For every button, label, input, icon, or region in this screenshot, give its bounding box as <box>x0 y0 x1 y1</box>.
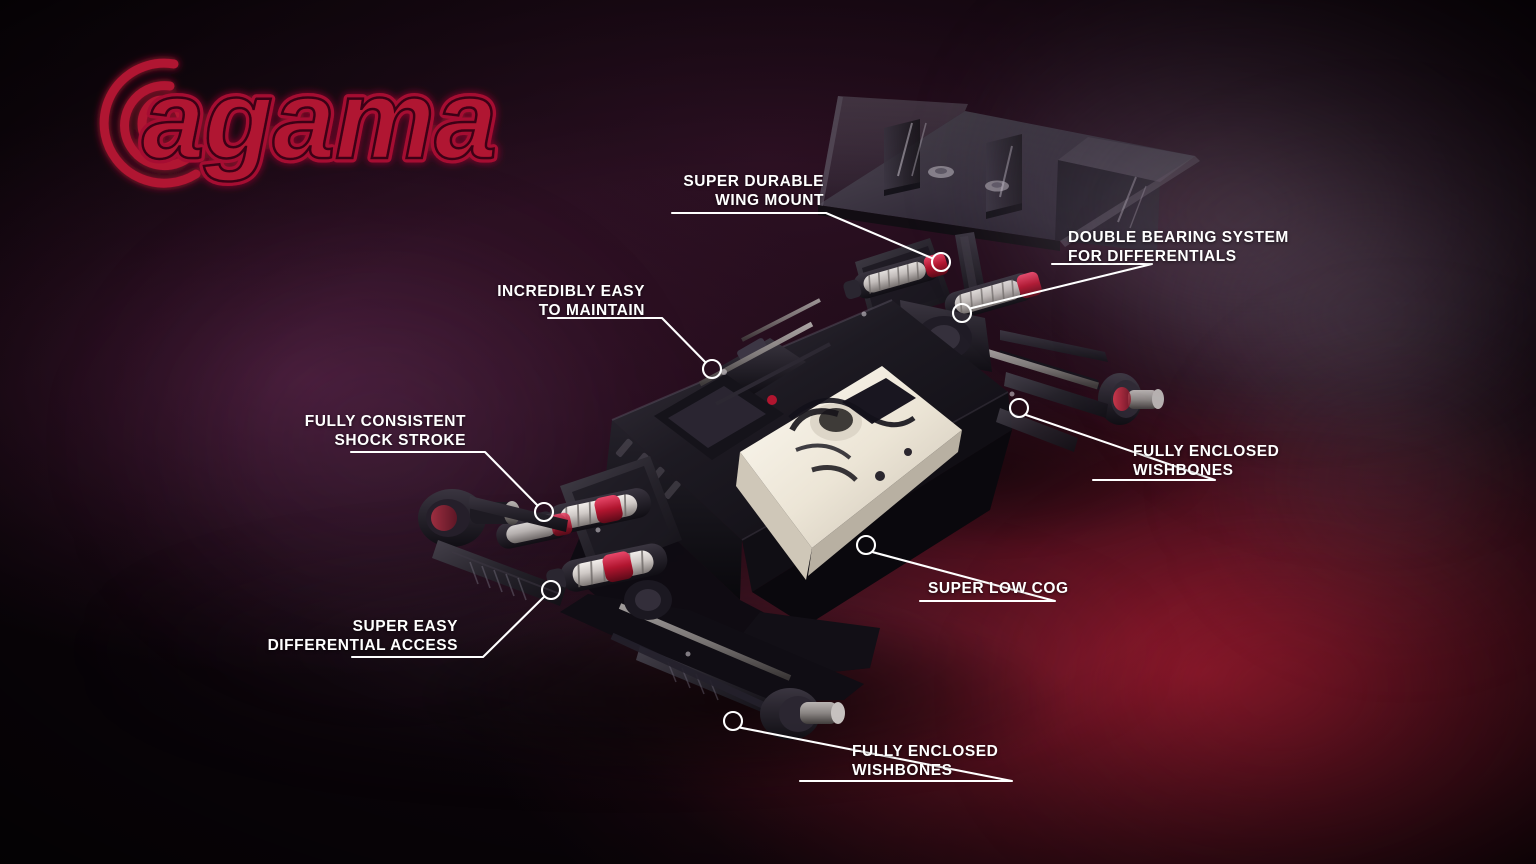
callout-fully-enclosed-wishbones-front: FULLY ENCLOSED WISHBONES <box>852 742 1012 780</box>
callout-line: SUPER DURABLE <box>683 173 824 190</box>
callout-line: WISHBONES <box>1133 462 1234 479</box>
callout-line: FULLY ENCLOSED <box>852 743 999 760</box>
callout-line: WISHBONES <box>852 762 953 779</box>
callout-line: WING MOUNT <box>715 192 824 209</box>
callout-fully-consistent-shock-stroke: FULLY CONSISTENT SHOCK STROKE <box>296 412 466 450</box>
callout-incredibly-easy-to-maintain: INCREDIBLY EASY TO MAINTAIN <box>481 282 645 320</box>
callout-line: SUPER EASY <box>352 618 458 635</box>
logo-at-symbol <box>99 58 201 188</box>
callout-line: FULLY CONSISTENT <box>304 413 466 430</box>
callout-super-durable-wing-mount: SUPER DURABLE WING MOUNT <box>672 172 824 210</box>
callout-super-easy-differential-access: SUPER EASY DIFFERENTIAL ACCESS <box>256 617 458 655</box>
callout-fully-enclosed-wishbones-rear: FULLY ENCLOSED WISHBONES <box>1133 442 1293 480</box>
callout-line: DIFFERENTIAL ACCESS <box>267 637 458 654</box>
brand-logo: agama agama agama <box>46 28 516 196</box>
callout-line: TO MAINTAIN <box>538 302 645 319</box>
callout-line: INCREDIBLY EASY <box>497 283 645 300</box>
callout-line: FULLY ENCLOSED <box>1133 443 1280 460</box>
logo-wordmark: agama <box>142 57 497 182</box>
callout-line: SUPER LOW COG <box>928 580 1069 597</box>
callout-line: FOR DIFFERENTIALS <box>1068 248 1237 265</box>
agama-logo-svg: agama agama agama <box>99 53 501 188</box>
logo-wordmark-inner-shade: agama <box>142 57 497 182</box>
logo-wordmark-outline: agama <box>142 57 497 182</box>
callout-line: DOUBLE BEARING SYSTEM <box>1068 229 1289 246</box>
callout-super-low-cog: SUPER LOW COG <box>928 579 1076 598</box>
callout-line: SHOCK STROKE <box>334 432 466 449</box>
callout-double-bearing-system-for-differentials: DOUBLE BEARING SYSTEM FOR DIFFERENTIALS <box>1068 228 1300 266</box>
